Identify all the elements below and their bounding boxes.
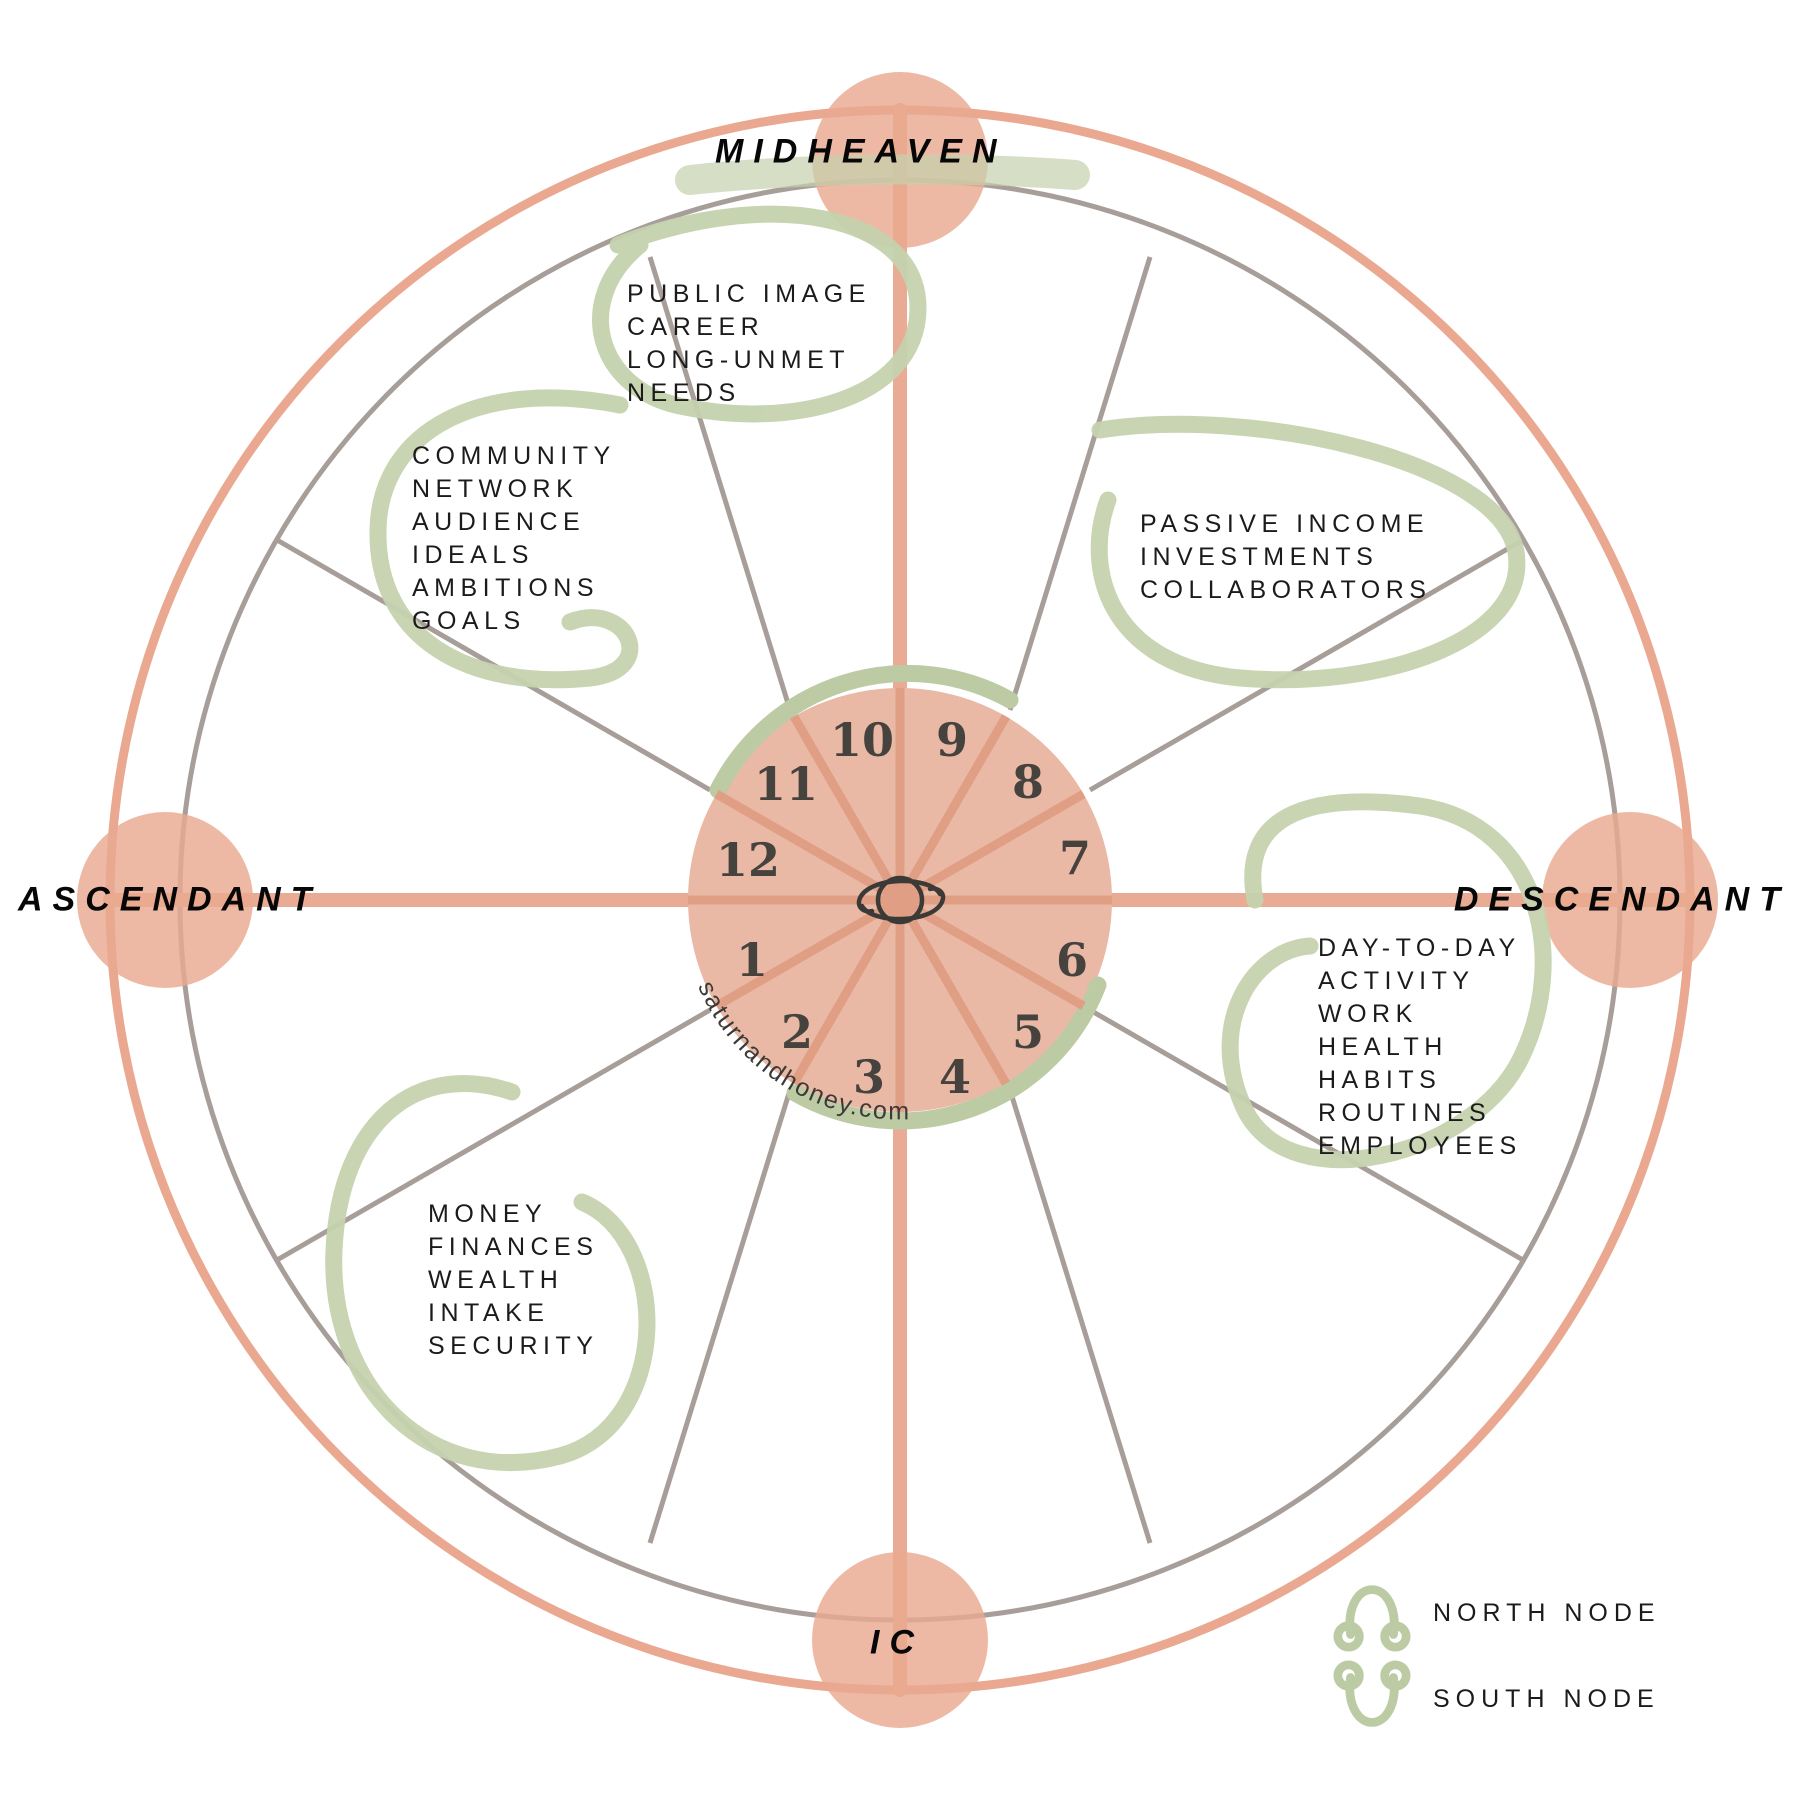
keywords-second-house: MONEY FINANCES WEALTH INTAKE SECURITY <box>428 1200 599 1360</box>
circle-sixth <box>1221 793 1552 1169</box>
midheaven-highlight <box>675 154 1090 195</box>
house-number-2: 2 <box>780 1005 814 1059</box>
house-number-3: 3 <box>852 1050 886 1104</box>
saturn-icon <box>856 875 946 925</box>
house-number-12: 12 <box>715 833 781 887</box>
house-number-8: 8 <box>1011 755 1045 809</box>
label-ic: IC <box>870 1623 924 1662</box>
legend-label-south-node: SOUTH NODE <box>1433 1684 1660 1713</box>
house-number-5: 5 <box>1011 1005 1045 1059</box>
keywords-eighth-house: PASSIVE INCOME INVESTMENTS COLLABORATORS <box>1140 510 1432 604</box>
sage-annotation-circles <box>325 154 1552 1472</box>
house-number-4: 4 <box>938 1050 972 1104</box>
label-midheaven: MIDHEAVEN <box>715 132 1007 171</box>
south-node-arc <box>786 976 1107 1130</box>
circle-eleventh <box>369 389 639 689</box>
house-number-1: 1 <box>735 933 769 987</box>
house-number-9: 9 <box>935 713 969 767</box>
keywords-eleventh-house: COMMUNITY NETWORK AUDIENCE IDEALS AMBITI… <box>412 442 616 635</box>
label-descendant: DESCENDANT <box>1453 880 1790 919</box>
legend-row-south-node: SOUTH NODE <box>1333 1656 1661 1742</box>
inner-spokes <box>688 688 1112 1112</box>
house-number-10: 10 <box>829 713 895 767</box>
house-number-6: 6 <box>1055 933 1089 987</box>
south-node-glyph <box>1333 1660 1411 1727</box>
circle-tenth <box>592 205 927 423</box>
legend-label-north-node: NORTH NODE <box>1433 1598 1661 1627</box>
keywords-tenth-house: PUBLIC IMAGE CAREER LONG-UNMET NEEDS <box>627 280 871 407</box>
circle-eighth <box>1090 415 1526 689</box>
circle-second <box>325 1075 656 1472</box>
node-ic <box>812 1552 988 1728</box>
node-arc-highlights <box>709 664 1107 1130</box>
house-number-7: 7 <box>1058 831 1092 885</box>
keywords-sixth-house: DAY-TO-DAY ACTIVITY WORK HEALTH HABITS R… <box>1318 934 1522 1160</box>
legend-row-north-node: NORTH NODE <box>1333 1570 1661 1656</box>
node-descendant <box>1542 812 1718 988</box>
node-legend: NORTH NODE SOUTH NODE <box>1333 1570 1661 1742</box>
label-ascendant: ASCENDANT <box>18 880 322 919</box>
node-ascendant <box>77 812 253 988</box>
north-node-arc <box>709 664 1019 799</box>
house-number-11: 11 <box>753 757 819 811</box>
north-node-glyph <box>1333 1585 1411 1652</box>
